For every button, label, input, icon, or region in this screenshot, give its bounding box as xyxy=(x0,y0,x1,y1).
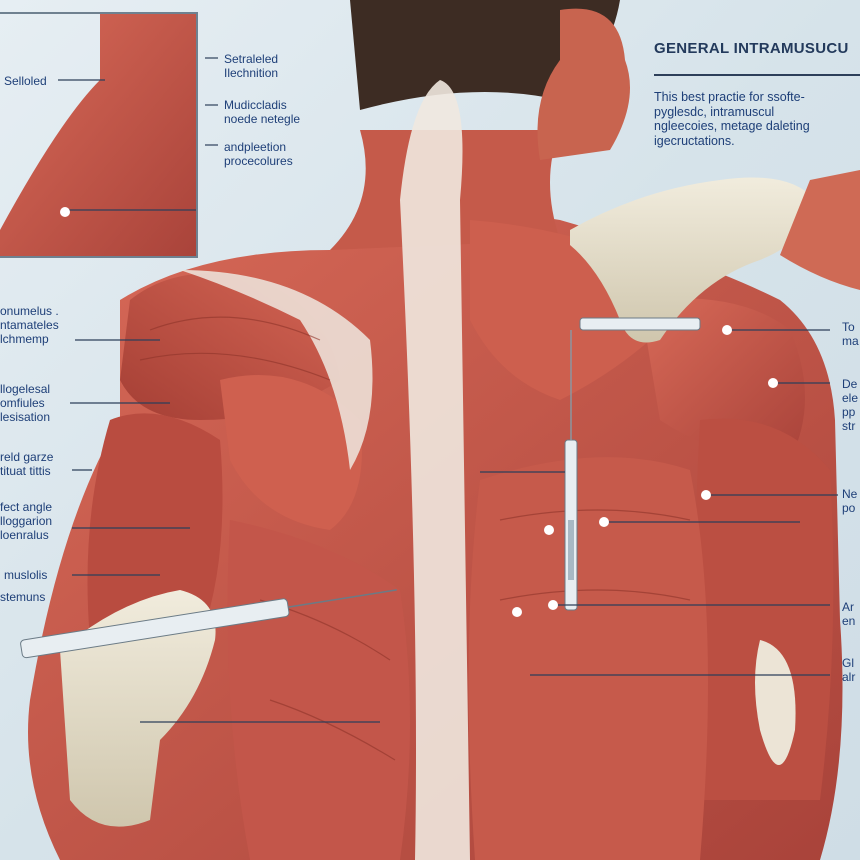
title-divider xyxy=(654,74,860,76)
left-label-5: muslolis xyxy=(4,568,48,582)
right-label-2: De ele pp str xyxy=(842,377,859,433)
right-label-5: Gl alr xyxy=(842,656,856,684)
marker-dots xyxy=(60,207,778,617)
inset-label-1: Selloled xyxy=(4,74,47,88)
description-text: This best practie for ssofte- pyglesdc, … xyxy=(654,90,810,148)
right-label-3: Ne po xyxy=(842,487,858,515)
spine-tendon xyxy=(400,80,470,860)
left-label-2: llogelesal omfiules lesisation xyxy=(0,382,51,424)
fiber-lines xyxy=(139,316,691,761)
inset-label-2: Setraleled Ilechnition xyxy=(224,52,279,80)
right-label-1: To ma xyxy=(842,320,859,348)
left-label-1: onumelus . ntamateles lchmemp xyxy=(0,304,59,346)
inset-muscle xyxy=(0,12,198,258)
right-deltoid xyxy=(640,298,805,460)
scapula-tendon xyxy=(180,270,373,470)
inset-label-3: Mudiccladis noede netegle xyxy=(224,98,301,126)
face xyxy=(537,8,630,161)
arm-right xyxy=(780,170,860,290)
leader-lines xyxy=(58,57,838,723)
left-label-6: stemuns xyxy=(0,590,46,604)
right-arm xyxy=(695,418,834,800)
syringe-top xyxy=(579,317,701,331)
left-infraspinatus xyxy=(220,375,362,530)
left-label-3: reld garze tituat tittis xyxy=(0,450,54,478)
right-elbow-tendon xyxy=(755,640,796,765)
page-title: GENERAL INTRAMUSUCU xyxy=(654,40,849,57)
left-label-4: fect angle lloggarion loenralus xyxy=(0,500,53,542)
right-label-4: Ar en xyxy=(842,600,856,628)
right-latissimus xyxy=(468,457,708,860)
gloved-hand-right xyxy=(570,177,815,343)
inset-detail-frame xyxy=(0,12,198,258)
inset-label-4: andpleetion procecolures xyxy=(224,140,293,168)
gloved-hand-left xyxy=(60,590,216,827)
